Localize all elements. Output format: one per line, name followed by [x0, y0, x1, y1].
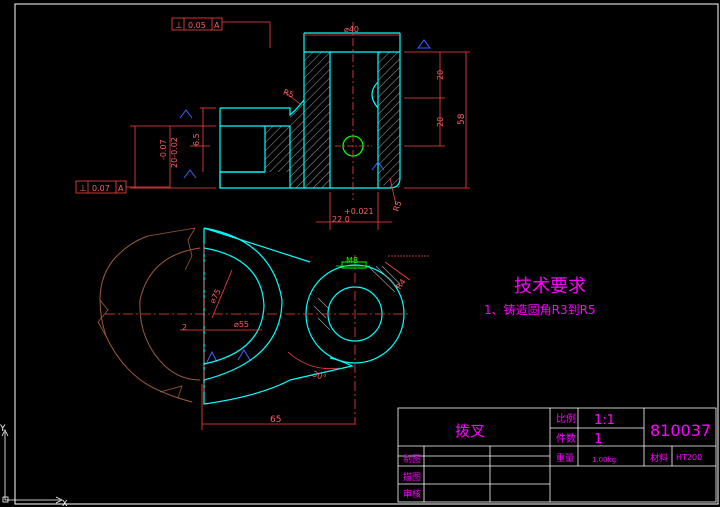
qty-label: 件数	[556, 432, 576, 445]
surface-finish-marks	[179, 39, 431, 363]
part-name: 拨叉	[455, 422, 485, 440]
dim-58: 58	[457, 113, 467, 125]
dim-d55: ⌀55	[234, 320, 249, 329]
dim-angle: 30°	[311, 369, 327, 382]
gdt-top-ref: A	[214, 21, 220, 30]
dim-20-mid: 20	[436, 117, 445, 127]
gdt-left-symbol: ⊥	[79, 184, 87, 194]
axis-y-label: Y	[0, 424, 6, 434]
gdt-frame-top: ⊥ 0.05 A	[171, 17, 223, 31]
material-value: HT200	[676, 453, 702, 462]
front-view: ⌀75 ⌀55 2 65 30° M8 R4	[97, 227, 430, 430]
dim-d75: ⌀75	[208, 287, 223, 304]
qty-value: 1	[594, 432, 602, 447]
dimension-texts: ⌀40 20 20 58 6.5 -0.07 20-0.02 +0.021 22…	[159, 25, 467, 224]
drawing-frame	[14, 3, 719, 505]
dimension-lines	[126, 21, 470, 230]
dim-r4: R4	[394, 277, 407, 291]
axis-x-label: X	[62, 499, 68, 507]
weight-value: 1.00kg	[592, 456, 616, 464]
tech-req-title: 技术要求	[514, 276, 586, 297]
section-view	[190, 22, 401, 200]
tech-req-item: 1、铸造圆角R3到R5	[484, 302, 596, 317]
row-draw: 制图	[403, 453, 421, 465]
gdt-left-ref: A	[118, 184, 124, 193]
gdt-frame-left: ⊥ 0.07 A	[75, 180, 127, 194]
dim-tol-c: +0.021	[344, 207, 374, 216]
dim-6-5: 6.5	[192, 133, 201, 146]
dim-65: 65	[270, 415, 281, 425]
dim-r5-b: R5	[391, 200, 403, 213]
drawing-number: 810037	[650, 421, 711, 440]
dim-20-top: 20	[436, 70, 445, 80]
scale-label: 比例	[556, 412, 576, 425]
material-label: 材料	[650, 452, 668, 464]
dim-r5-a: R5	[282, 88, 295, 100]
dim-d40: ⌀40	[344, 25, 359, 34]
scale-value: 1:1	[594, 413, 615, 428]
title-block-texts: 拨叉 比例 1:1 件数 1 重量 1.00kg 材料 HT200 810037…	[403, 412, 711, 500]
gdt-top-symbol: ⊥	[175, 21, 183, 31]
gdt-left-value: 0.07	[92, 184, 110, 193]
gdt-top-value: 0.05	[188, 21, 206, 30]
weight-label: 重量	[556, 452, 574, 464]
dim-tol-b: 20-0.02	[170, 137, 179, 168]
row-design: 描图	[403, 471, 421, 483]
dim-2: 2	[182, 323, 187, 332]
dim-m8: M8	[346, 256, 358, 265]
row-check: 审核	[403, 488, 421, 500]
dim-tol-a: -0.07	[159, 139, 168, 160]
dim-22: 22 0	[332, 215, 350, 224]
technical-requirements: 技术要求 1、铸造圆角R3到R5	[484, 276, 596, 317]
title-block	[397, 407, 717, 503]
ucs-axis-icon	[1, 429, 63, 504]
